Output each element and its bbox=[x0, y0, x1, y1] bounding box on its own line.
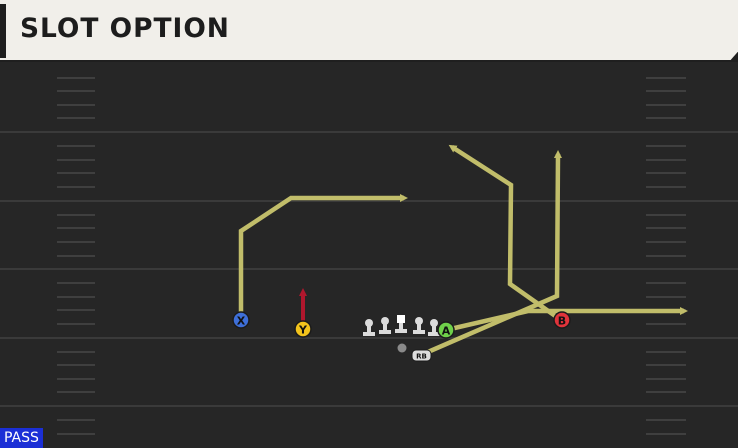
route-x bbox=[238, 194, 408, 320]
hash-marks-right bbox=[646, 77, 686, 435]
player-x: X bbox=[232, 311, 250, 329]
lineman bbox=[428, 319, 440, 336]
title-accent bbox=[0, 4, 6, 58]
offensive-line bbox=[363, 315, 440, 336]
player-rb-label: RB bbox=[416, 353, 427, 361]
play-field: X Y A B RB bbox=[0, 62, 738, 448]
lineman bbox=[379, 317, 391, 334]
player-rb: RB bbox=[411, 349, 432, 362]
play-title-bar: SLOT OPTION bbox=[0, 0, 738, 60]
route-b-post bbox=[448, 144, 563, 322]
lineman bbox=[413, 317, 425, 334]
yard-lines bbox=[0, 131, 738, 407]
hash-marks-left bbox=[57, 77, 95, 435]
player-x-label: X bbox=[237, 315, 246, 328]
play-diagram: X Y A B RB bbox=[0, 77, 738, 435]
player-b-label: B bbox=[558, 315, 566, 328]
quarterback-marker bbox=[397, 343, 407, 353]
lineman bbox=[363, 319, 375, 336]
player-a-label: A bbox=[442, 325, 451, 338]
player-y-label: Y bbox=[298, 324, 308, 337]
center bbox=[395, 315, 407, 333]
play-type-badge: PASS bbox=[0, 428, 43, 448]
play-title: SLOT OPTION bbox=[20, 13, 230, 44]
player-a: A bbox=[437, 321, 455, 339]
player-y: Y bbox=[294, 320, 312, 338]
player-b: B bbox=[553, 311, 571, 329]
route-rb bbox=[420, 150, 562, 358]
